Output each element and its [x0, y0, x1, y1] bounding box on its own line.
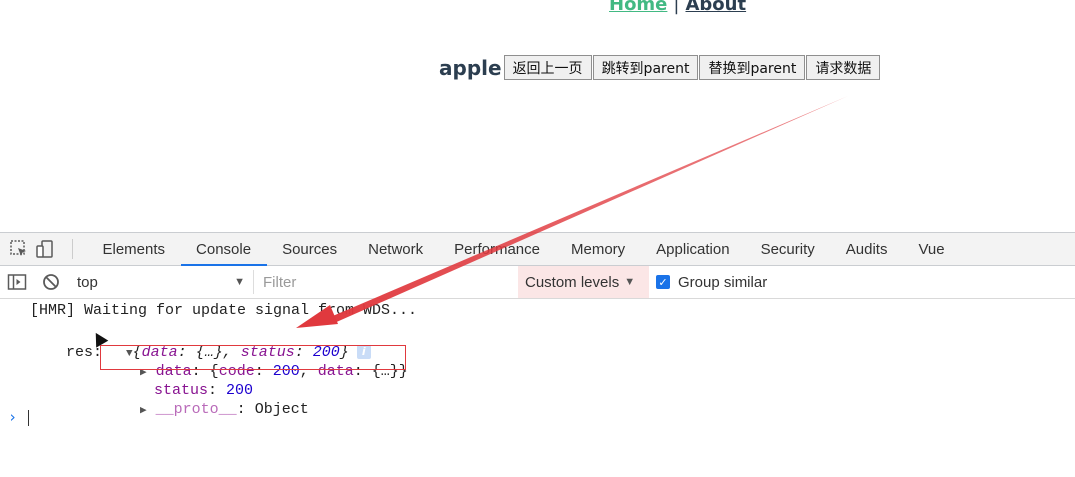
tab-divider: [72, 239, 73, 259]
log-levels-label: Custom levels: [525, 273, 620, 291]
info-icon: i: [356, 345, 371, 360]
tab-console[interactable]: Console: [180, 233, 267, 266]
tab-performance[interactable]: Performance: [454, 240, 540, 258]
tab-vue[interactable]: Vue: [918, 240, 945, 258]
log-line-res: res: ▼{data: {…}, status: 200} i: [30, 327, 371, 378]
tab-memory[interactable]: Memory: [571, 240, 626, 258]
devtools-tab-bar: Elements Console Sources Network Perform…: [0, 233, 1075, 266]
replace-parent-button[interactable]: 替换到parent: [699, 55, 806, 80]
log-levels-dropdown[interactable]: Custom levels ▼: [518, 266, 649, 298]
console-prompt-icon: ›: [8, 408, 18, 426]
tab-audits[interactable]: Audits: [845, 240, 888, 258]
console-input-caret[interactable]: [28, 410, 29, 426]
app-nav: Home | About: [609, 0, 746, 15]
inspect-element-icon[interactable]: [6, 233, 32, 265]
nav-home-link[interactable]: Home: [609, 0, 668, 15]
context-value: top: [77, 273, 98, 291]
dropdown-arrow-icon: ▼: [624, 276, 636, 288]
group-similar-label: Group similar: [678, 273, 768, 291]
expanded-triangle-icon[interactable]: ▼: [126, 348, 133, 360]
console-toolbar: top ▼ Filter Custom levels ▼ ✓ Group sim…: [0, 266, 1075, 299]
push-parent-button[interactable]: 跳转到parent: [592, 55, 699, 80]
res-summary[interactable]: {data: {…}, status: 200}: [132, 344, 349, 361]
tree-row-proto[interactable]: ▶ __proto__: Object: [140, 401, 309, 418]
tab-security[interactable]: Security: [760, 240, 815, 258]
context-selector[interactable]: top ▼: [68, 270, 254, 294]
checkbox-checked-icon[interactable]: ✓: [656, 275, 670, 289]
tab-elements[interactable]: Elements: [102, 240, 166, 258]
tab-application[interactable]: Application: [656, 240, 730, 258]
nav-about-link[interactable]: About: [685, 0, 747, 15]
request-data-button[interactable]: 请求数据: [806, 55, 881, 80]
tree-row-status: status: 200: [154, 382, 254, 399]
log-line-hmr: [HMR] Waiting for update signal from WDS…: [30, 302, 418, 319]
dropdown-arrow-icon: ▼: [234, 276, 245, 288]
go-back-button[interactable]: 返回上一页: [503, 55, 592, 80]
tab-sources[interactable]: Sources: [282, 240, 338, 258]
clear-console-icon[interactable]: [34, 266, 68, 298]
page-title: apple: [439, 55, 502, 80]
collapsed-triangle-icon[interactable]: ▶: [140, 367, 147, 379]
device-toolbar-icon[interactable]: [32, 233, 58, 265]
nav-separator: |: [673, 0, 680, 15]
group-similar-toggle[interactable]: ✓ Group similar: [656, 274, 767, 291]
log-res-label: res:: [66, 344, 103, 361]
tree-row-data[interactable]: ▶ data: {code: 200, data: {…}}: [140, 363, 408, 380]
app-content-row: apple 返回上一页 跳转到parent 替换到parent 请求数据: [439, 55, 881, 80]
toggle-sidebar-icon[interactable]: [0, 266, 34, 298]
filter-input[interactable]: Filter: [263, 273, 297, 291]
collapsed-triangle-icon[interactable]: ▶: [140, 405, 147, 417]
tab-network[interactable]: Network: [368, 240, 424, 258]
